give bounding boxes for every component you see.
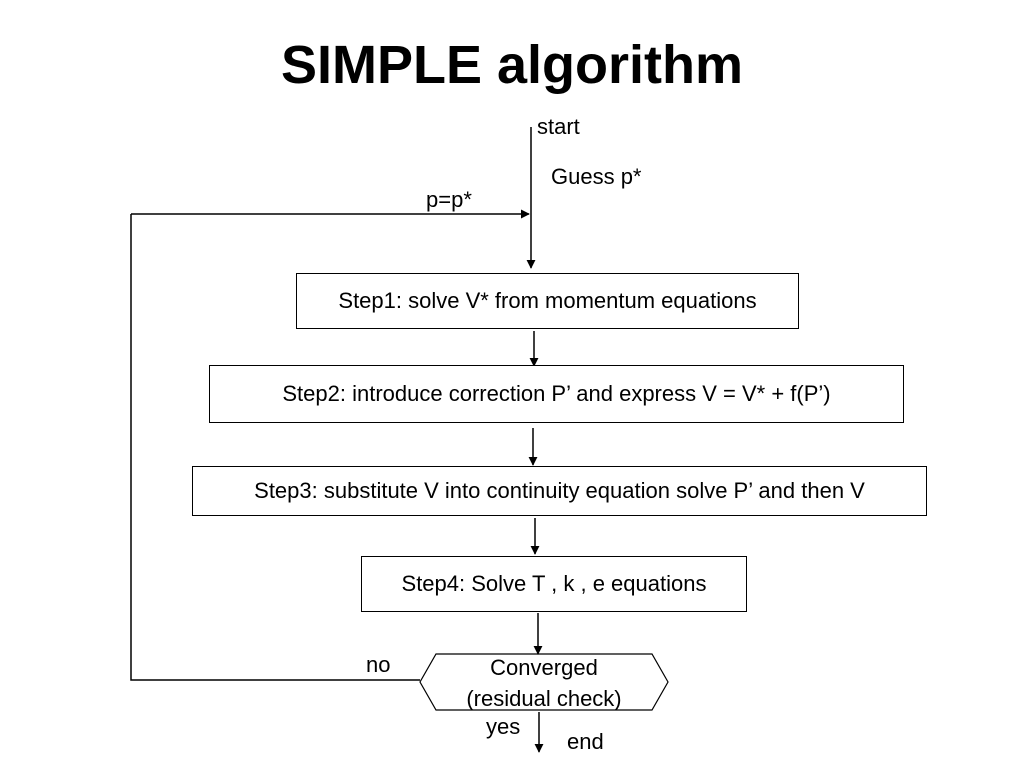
guess-label: Guess p* <box>551 164 642 189</box>
no-label: no <box>366 652 391 677</box>
step3-box: Step3: substitute V into continuity equa… <box>192 466 927 516</box>
loop-back-line <box>130 214 420 681</box>
decision-hexagon <box>419 653 669 711</box>
yes-label: yes <box>486 714 521 739</box>
slide-title: SIMPLE algorithm <box>280 35 744 95</box>
decision-line2: (residual check) <box>466 686 622 711</box>
end-label: end <box>567 729 604 754</box>
step1-box: Step1: solve V* from momentum equations <box>296 273 799 329</box>
update-label: p=p* <box>426 187 472 212</box>
decision-text: Converged (residual check) <box>420 652 668 714</box>
step2-box: Step2: introduce correction P’ and expre… <box>209 365 904 423</box>
decision-line1: Converged <box>490 655 598 680</box>
step4-box: Step4: Solve T , k , e equations <box>361 556 747 612</box>
start-label: start <box>537 114 580 139</box>
